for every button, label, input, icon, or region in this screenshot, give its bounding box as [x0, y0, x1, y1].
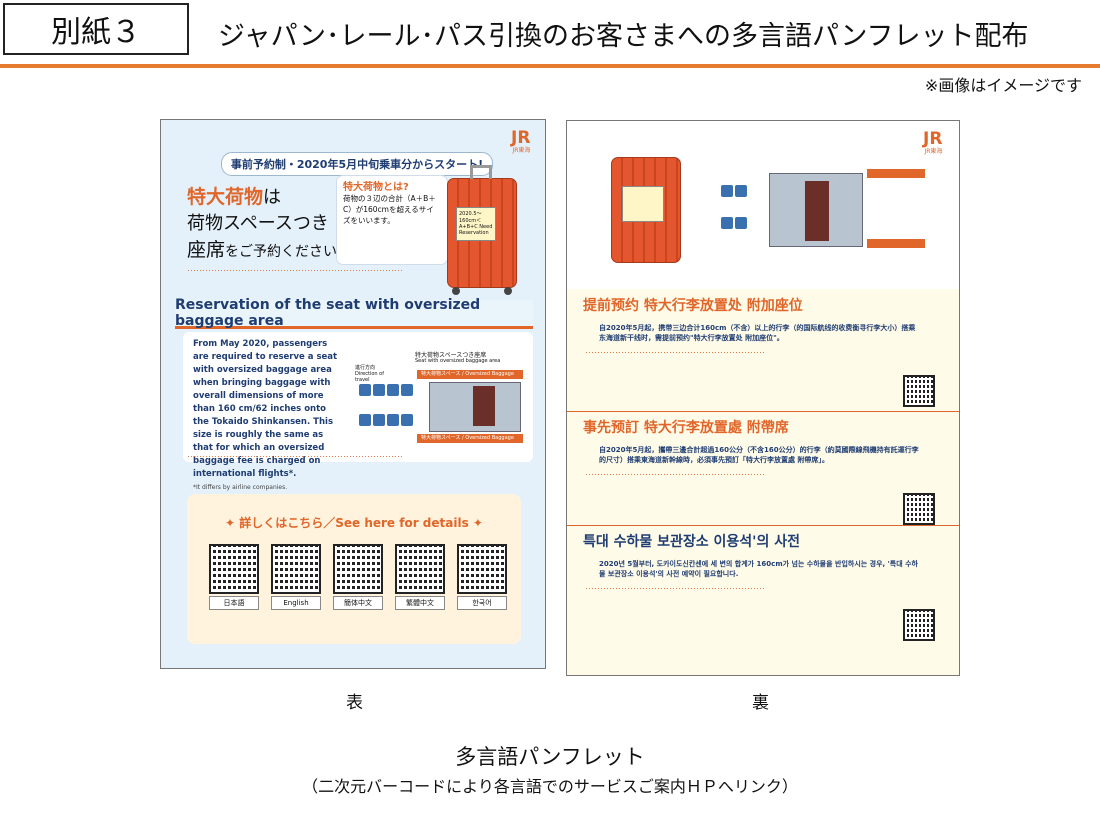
qr-traditional-chinese[interactable]: 繁體中文 — [395, 544, 445, 610]
suitcase-illustration: 2020.5～ 160cm＜A+B+C Need Reservation — [447, 165, 517, 295]
english-section-body: From May 2020, passengers are required t… — [183, 332, 533, 491]
section-traditional-chinese: 事先预訂 特大行李放置處 附帶席 自2020年5月起，攜帶三邊合計超過160公分… — [583, 420, 919, 479]
details-title: ✦ 詳しくはこちら／See here for details ✦ — [225, 516, 483, 530]
page-title: ジャパン･レール･パス引換のお客さまへの多言語パンフレット配布 — [218, 21, 1029, 52]
details-box: ✦ 詳しくはこちら／See here for details ✦ 日本語 Eng… — [187, 494, 521, 644]
english-description: From May 2020, passengers are required t… — [193, 339, 338, 479]
qr-japanese[interactable]: 日本語 — [209, 544, 259, 610]
caption-front: 表 — [346, 693, 363, 713]
qr-code-icon[interactable] — [903, 375, 935, 407]
front-headline: 特大荷物は 荷物スペースつき 座席をご予約ください。 — [187, 186, 352, 261]
front-banner: 事前予約制・2020年5月中旬乗車分からスタート! — [221, 152, 493, 176]
qr-code-icon — [209, 544, 259, 594]
qr-code-icon — [457, 544, 507, 594]
seat-diagram — [705, 147, 925, 267]
qr-english[interactable]: English — [271, 544, 321, 610]
caption-back: 裏 — [752, 693, 769, 713]
footer-title: 多言語パンフレット — [455, 745, 645, 769]
header-divider — [0, 64, 1100, 68]
qr-code-icon — [271, 544, 321, 594]
front-english-orange-note: ････････････････････････････････････････… — [187, 454, 404, 461]
qr-simplified-chinese[interactable]: 簡体中文 — [333, 544, 383, 610]
front-orange-note: ････････････････････････････････････････… — [187, 268, 404, 275]
english-footnote: *It differs by airline companies. — [193, 484, 288, 491]
qr-korean[interactable]: 한국어 — [457, 544, 507, 610]
qr-code-icon[interactable] — [903, 609, 935, 641]
qr-code-icon — [333, 544, 383, 594]
suitcase-illustration — [611, 157, 681, 263]
qr-code-icon — [395, 544, 445, 594]
image-note: ※画像はイメージです — [924, 76, 1082, 95]
suitcase-tag: 2020.5～ 160cm＜A+B+C Need Reservation — [456, 207, 496, 241]
appendix-badge: 別紙３ — [3, 3, 189, 55]
qr-code-icon[interactable] — [903, 493, 935, 525]
english-section-title: Reservation of the seat with oversized b… — [175, 297, 533, 329]
footer-subtitle: （二次元バーコードにより各言語でのサービスご案内ＨＰへリンク） — [302, 777, 798, 796]
oversized-definition-callout: 特大荷物とは? 荷物の３辺の合計（A＋B＋C）が160cmを超えるサイズをいいま… — [337, 176, 447, 264]
section-korean: 특대 수하물 보관장소 이용석'의 사전 2020년 5월부터, 도카이도신칸센… — [583, 534, 918, 593]
section-simplified-chinese: 提前预约 特大行李放置处 附加座位 自2020年5月起，携带三边合计160cm（… — [583, 298, 916, 357]
seat-diagram: 特大荷物スペースつき座席 Seat with oversized baggage… — [355, 350, 525, 450]
